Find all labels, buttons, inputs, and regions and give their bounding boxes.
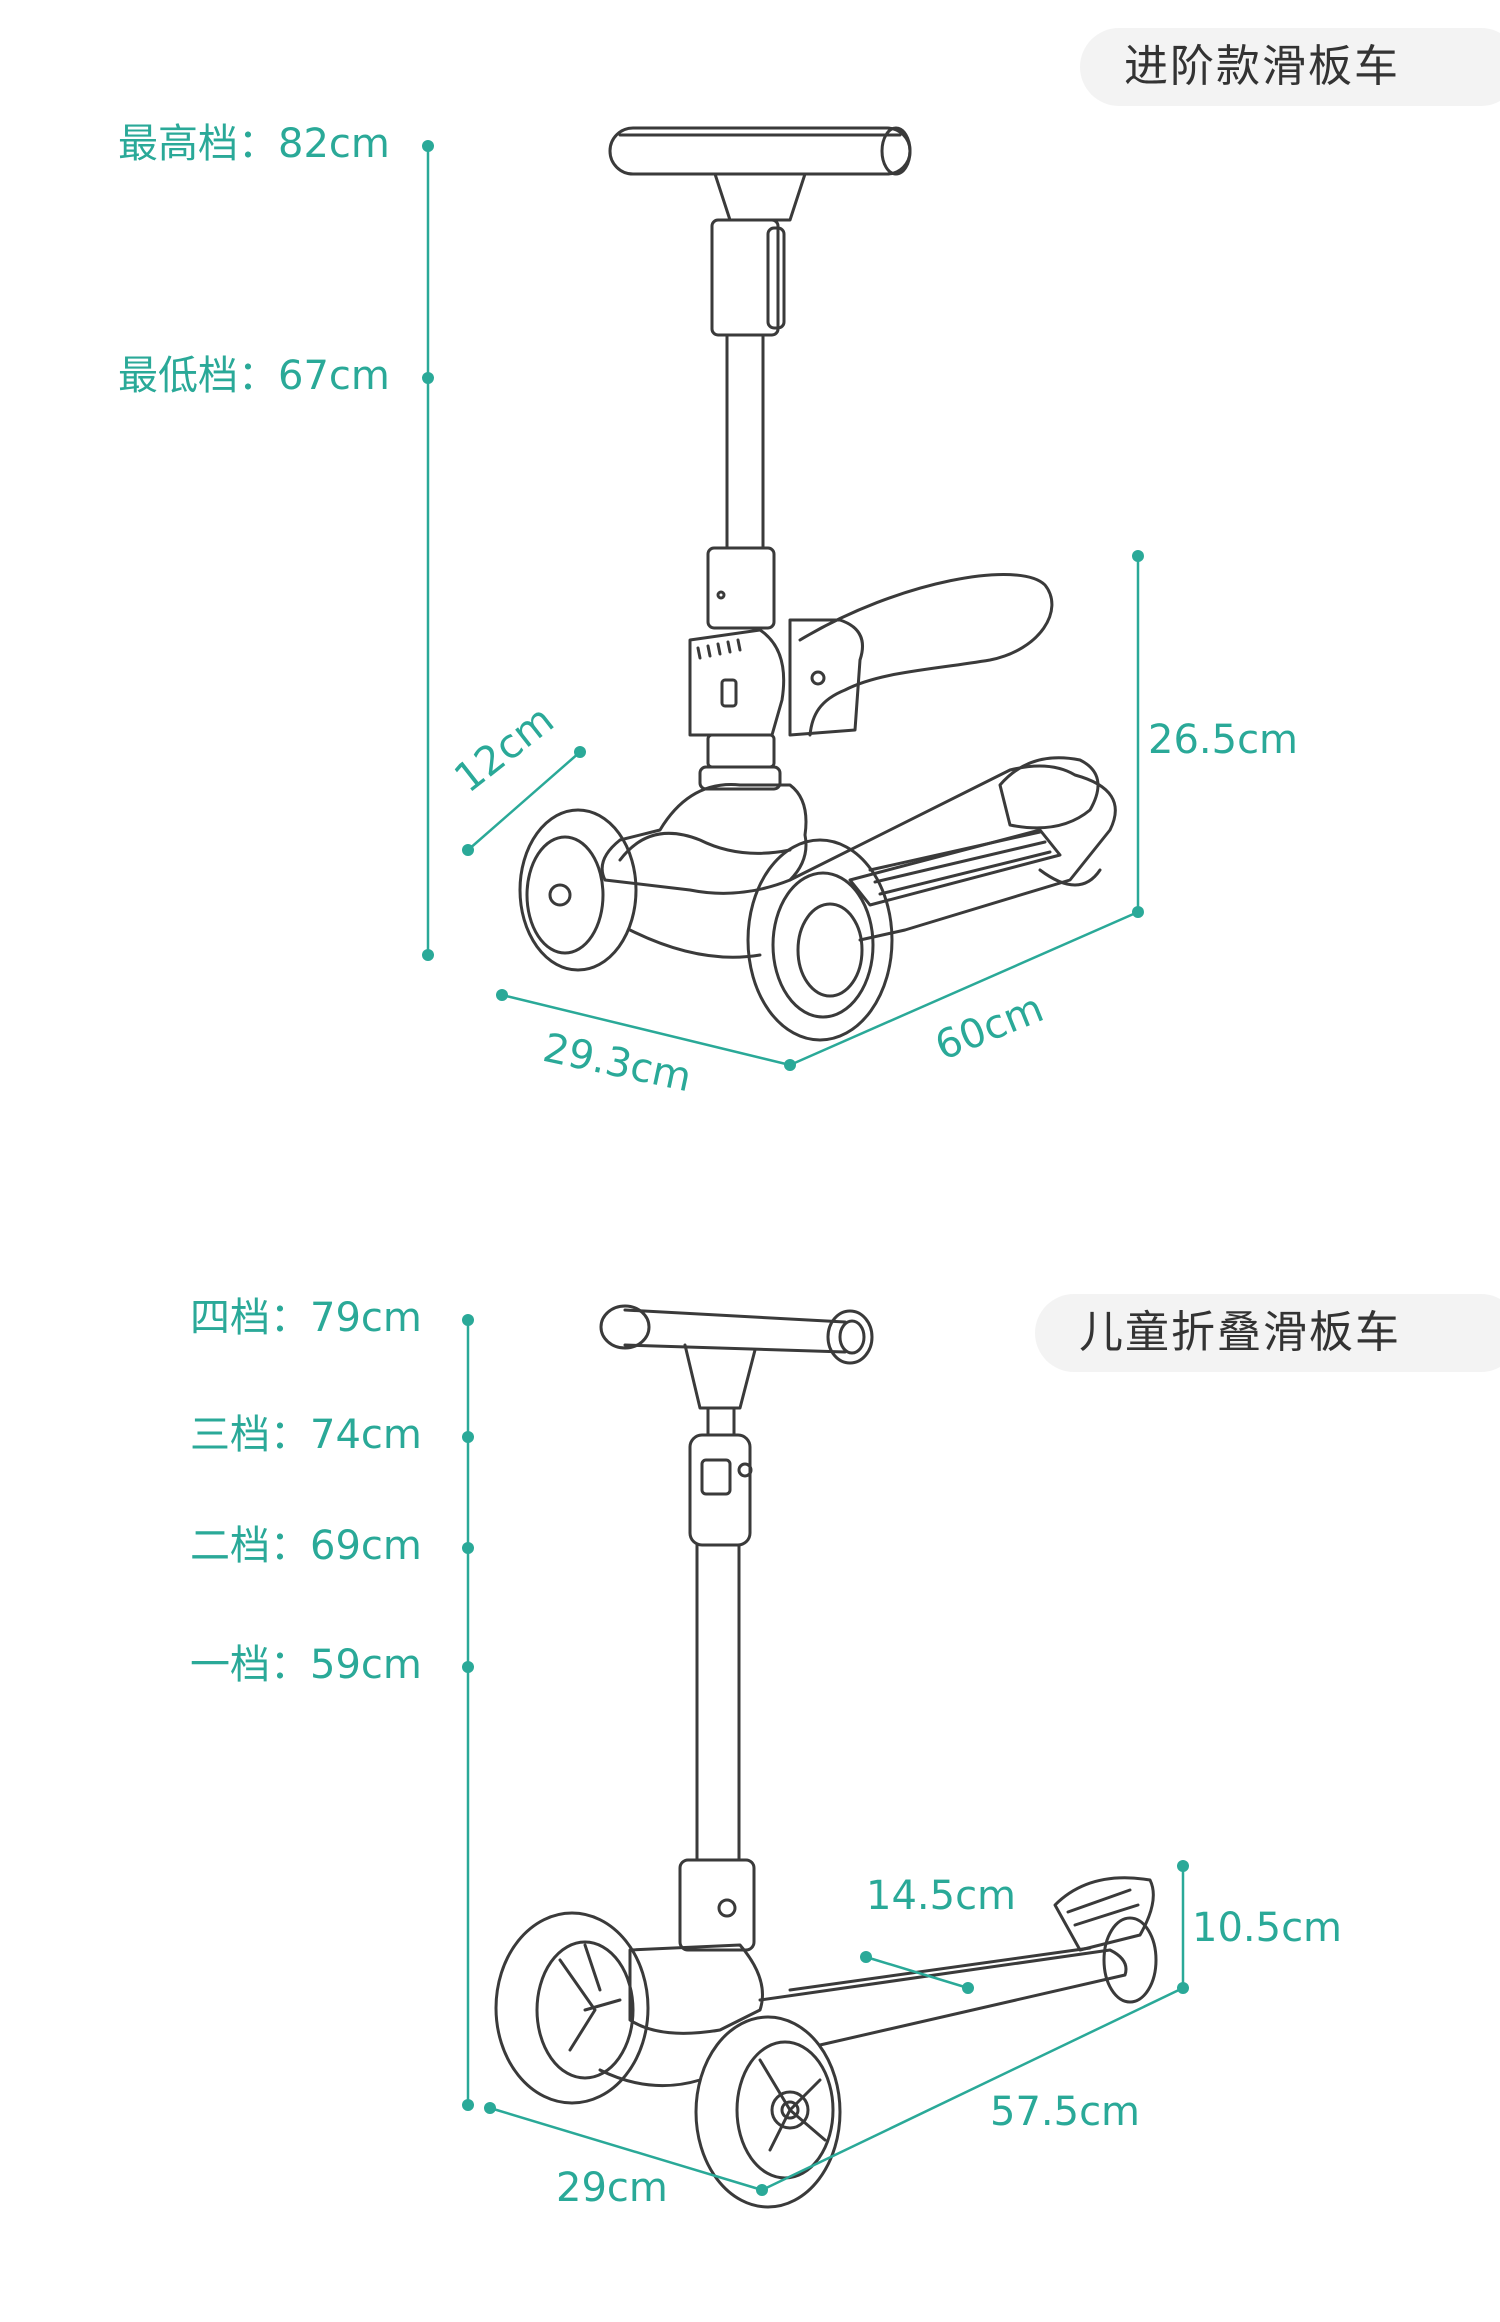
- advanced-scooter-title: 进阶款滑板车: [1080, 28, 1500, 106]
- left-front-wheel: [494, 1911, 650, 2105]
- gear1-label: 一档：59cm: [190, 1642, 422, 1688]
- seat: [798, 572, 1054, 737]
- folding-scooter-drawing: [494, 1304, 1158, 2209]
- deck: [788, 764, 1117, 942]
- seat-height-label: 26.5cm: [1148, 717, 1299, 763]
- handlebar-left-grip: [599, 1304, 651, 1350]
- gear4-label: 四档：79cm: [190, 1295, 422, 1341]
- deck-width-label: 14.5cm: [866, 1873, 1017, 1919]
- advanced-dimension-lines: [422, 140, 1144, 1071]
- width-label: 29cm: [556, 2165, 668, 2211]
- rear-height-label: 10.5cm: [1192, 1905, 1343, 1951]
- stem-top: [713, 172, 807, 222]
- front-body: [600, 783, 808, 895]
- right-front-wheel: [746, 838, 894, 1042]
- height-max-label: 最高档：82cm: [118, 121, 390, 167]
- length-label: 57.5cm: [990, 2089, 1141, 2135]
- front-body: [628, 1943, 764, 2035]
- height-min-label: 最低档：67cm: [118, 353, 390, 399]
- deck: [758, 1948, 1128, 2047]
- folding-dimension-lines: [462, 1314, 1189, 2196]
- gear3-label: 三档：74cm: [190, 1412, 422, 1458]
- left-front-wheel: [518, 808, 638, 972]
- right-front-wheel: [694, 2015, 842, 2209]
- advanced-scooter-drawing: [518, 126, 1117, 1042]
- folding-scooter-title: 儿童折叠滑板车: [1035, 1294, 1500, 1372]
- gear2-label: 二档：69cm: [190, 1523, 422, 1569]
- handlebar-right-grip: [826, 1309, 874, 1365]
